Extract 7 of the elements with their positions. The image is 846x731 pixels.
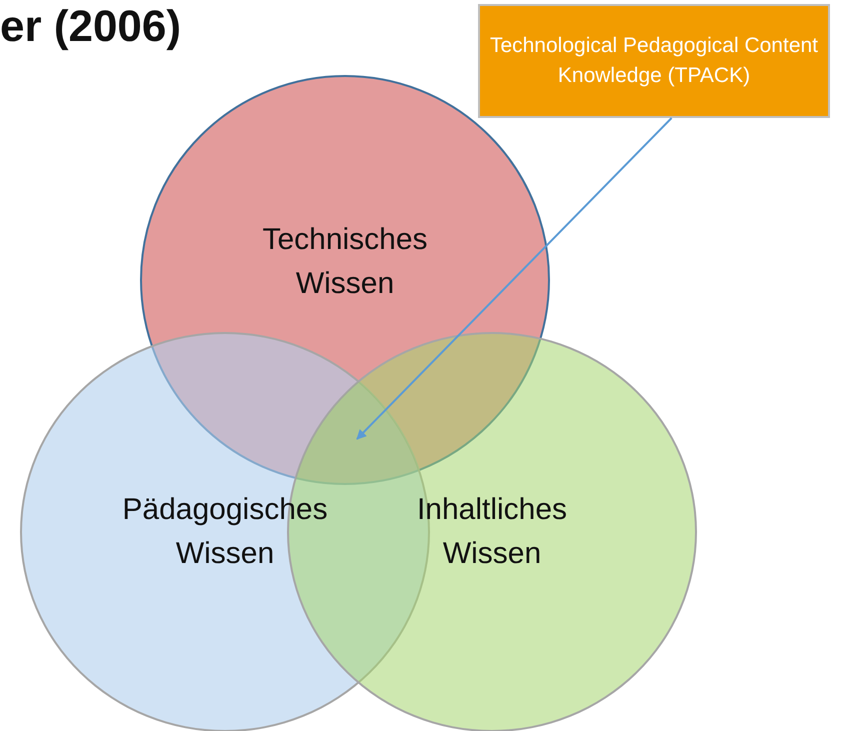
callout-text: Technological Pedagogical Content Knowledge (TPACK) bbox=[489, 33, 819, 89]
circle-label: Pädagogisches Wissen bbox=[121, 492, 329, 572]
circle-label: Technisches Wissen bbox=[261, 222, 429, 302]
leader-line bbox=[356, 117, 672, 440]
diagram-title: er (2006) bbox=[0, 2, 182, 52]
circle-label: Inhaltliches Wissen bbox=[416, 492, 568, 572]
callout-box bbox=[478, 4, 830, 118]
